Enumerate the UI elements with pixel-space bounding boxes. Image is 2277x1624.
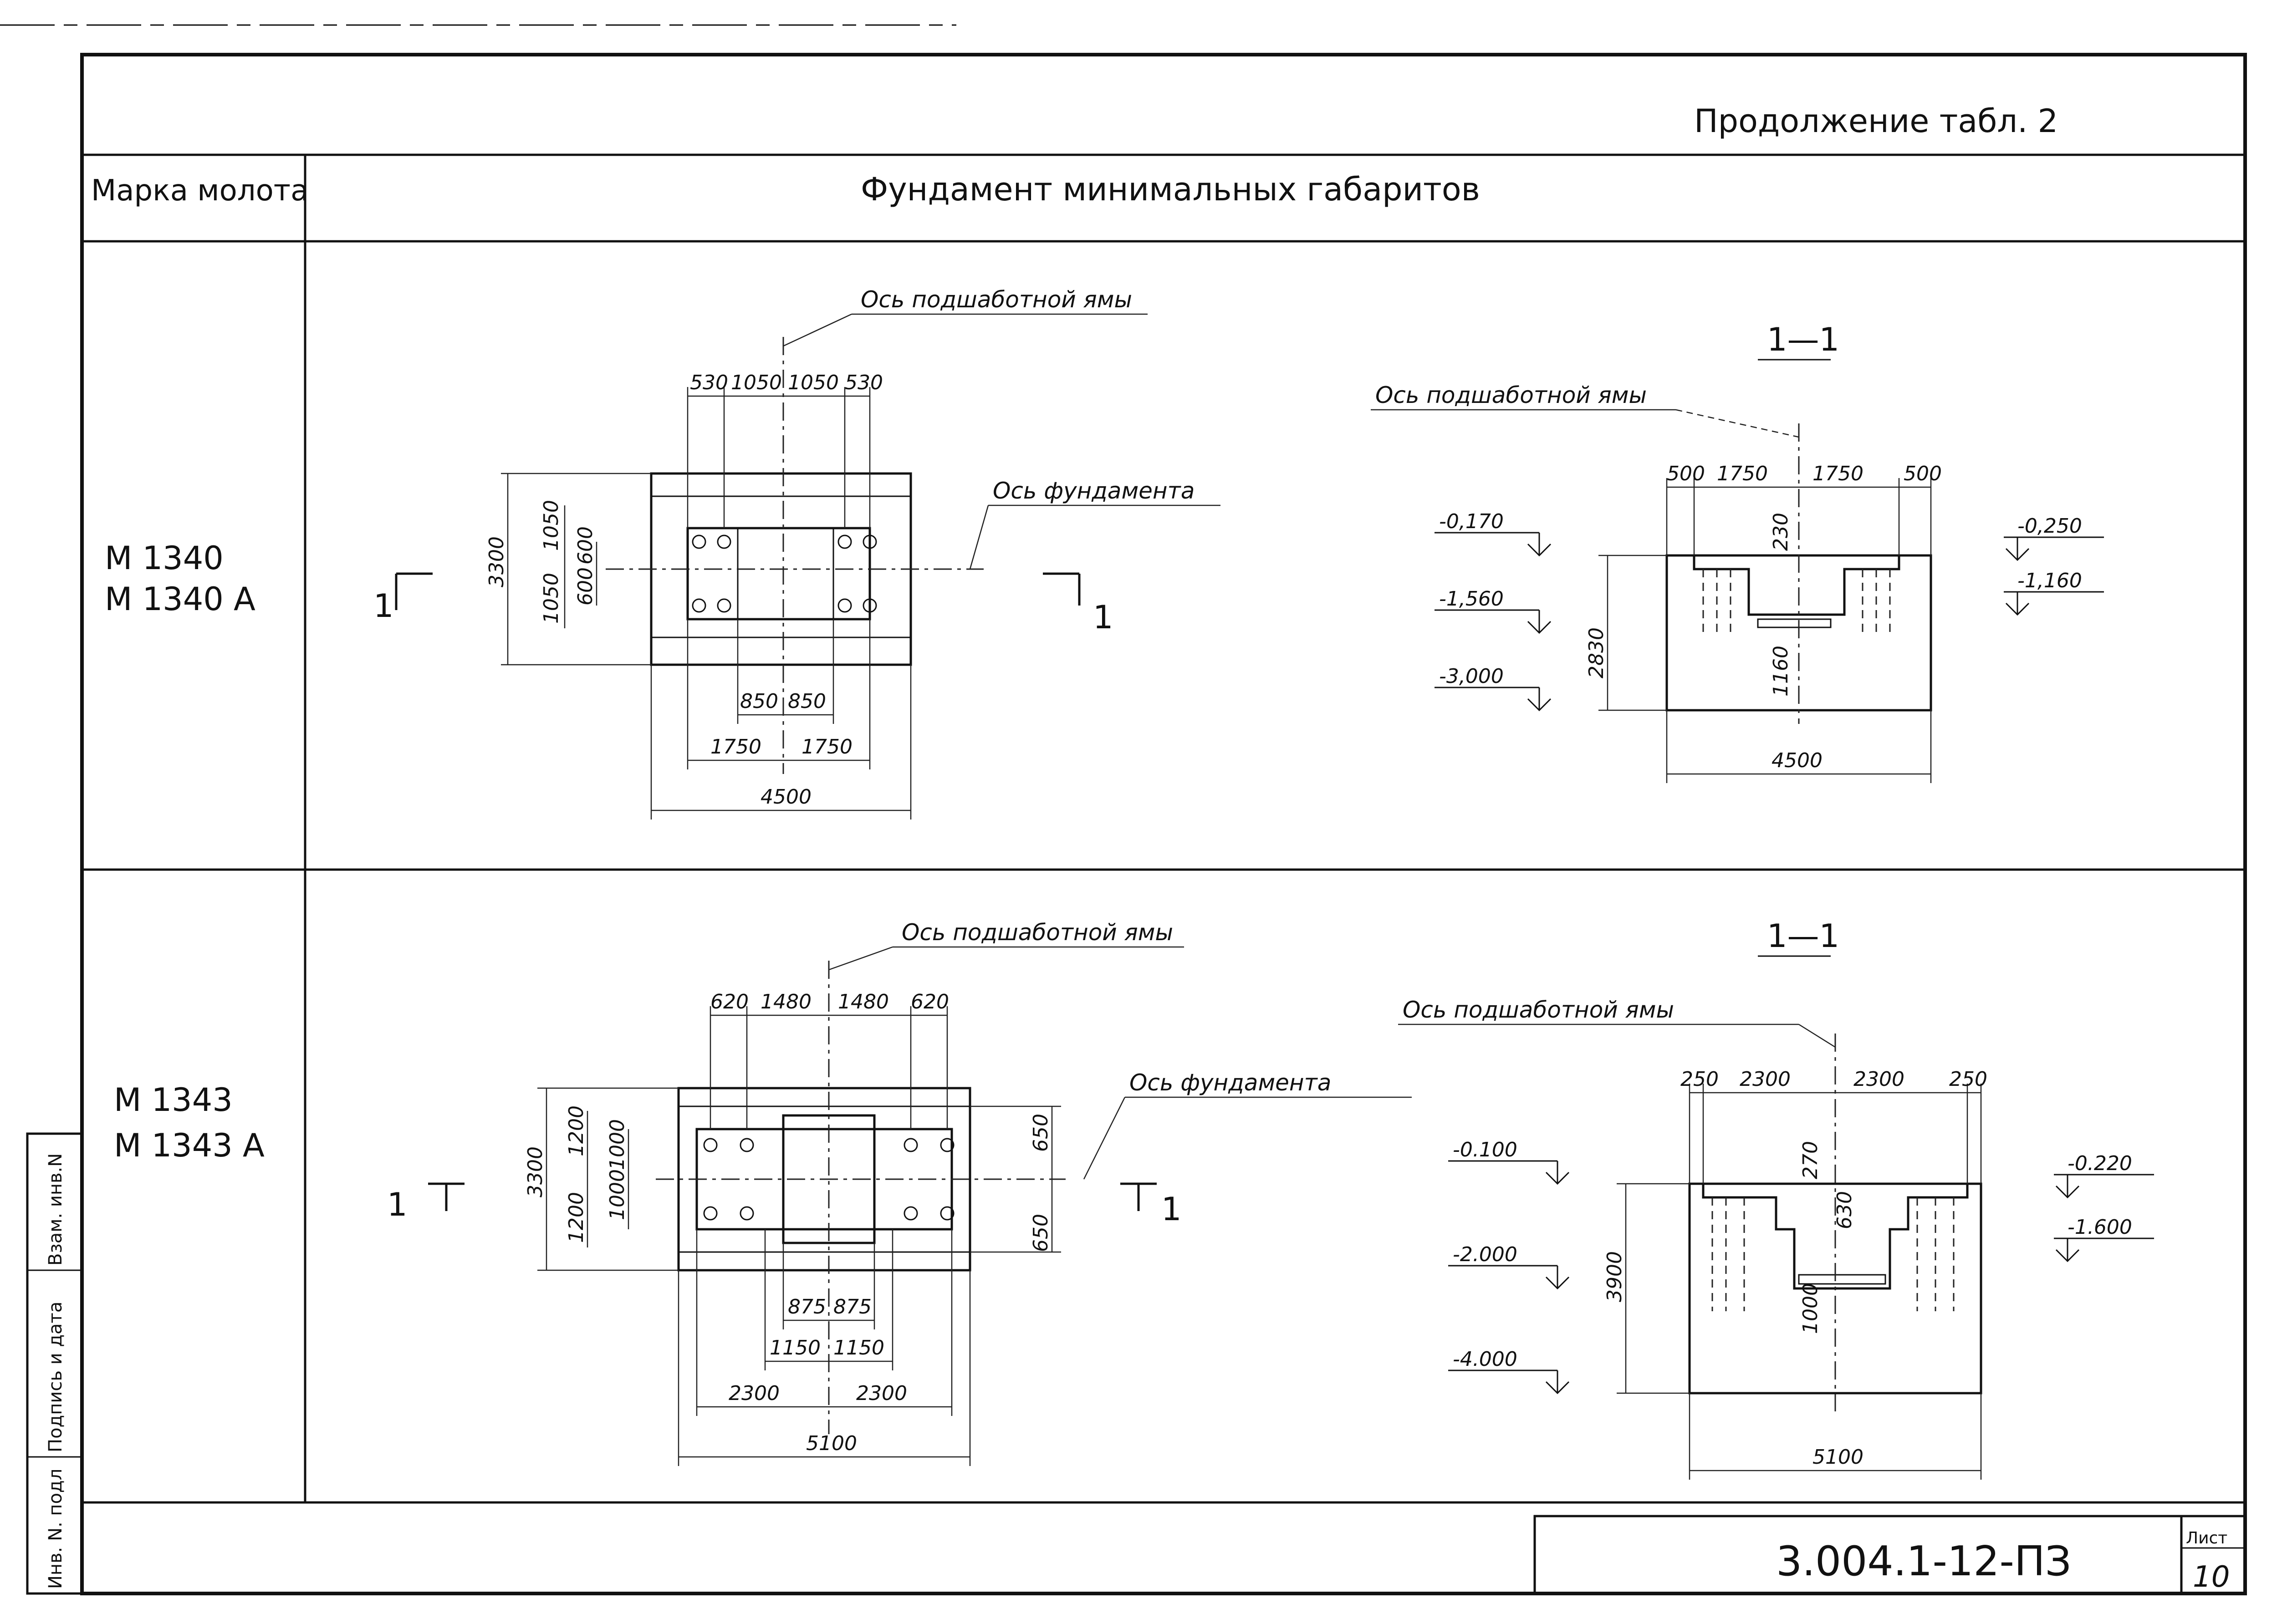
plan1-dim-b2-1: 1750 xyxy=(802,735,853,759)
anchor-bolts xyxy=(692,535,877,613)
section1-level-left-0: -0,170 xyxy=(1439,510,1504,533)
section2-level-left-1: -2.000 xyxy=(1453,1243,1517,1266)
plan1-cut-left: 1 xyxy=(373,587,394,625)
section2-dim-top-2: 2300 xyxy=(1853,1068,1904,1091)
plan1-dim-left-1: 600 xyxy=(574,526,597,565)
side-label-sign: Подпись и дата xyxy=(45,1302,66,1452)
section1-level-left-1: -1,560 xyxy=(1439,587,1504,611)
column-header-mark: Марка молота xyxy=(91,174,308,208)
plan2-cut-right: 1 xyxy=(1161,1191,1182,1228)
plan2-dim-b2-1: 1150 xyxy=(833,1336,884,1359)
plan2-dim-b3-1: 2300 xyxy=(856,1382,907,1405)
hammer-mark-1: М 1340 xyxy=(105,540,224,577)
section2-level-left-2: -4.000 xyxy=(1453,1348,1517,1371)
plan2-dim-right-0: 650 xyxy=(1029,1114,1052,1152)
section2-dim-total: 5100 xyxy=(1812,1446,1863,1469)
plan2-dim-top-0: 620 xyxy=(710,990,749,1013)
column-header-foundation: Фундамент минимальных габаритов xyxy=(861,171,1480,208)
plan1-dim-left-3: 1050 xyxy=(540,573,563,624)
side-label-inv: Инв. N. подл xyxy=(45,1469,66,1589)
plan2-cut-left: 1 xyxy=(387,1186,408,1223)
plan1-dim-left-0: 1050 xyxy=(540,500,563,551)
section2-axis-label: Ось подшаботной ямы xyxy=(1403,997,1674,1023)
section-2: 1—1 250 2300 2300 250 270 630 1000 3900 xyxy=(1398,917,2154,1480)
plan1-cut-right: 1 xyxy=(1093,599,1113,636)
section1-dim-total: 4500 xyxy=(1772,749,1823,772)
plan2-dim-top-2: 1480 xyxy=(838,990,889,1013)
plan2-dim-b2-0: 1150 xyxy=(770,1336,821,1359)
plan2-dim-b3-0: 2300 xyxy=(729,1382,780,1405)
plan1-dim-b1-1: 850 xyxy=(788,690,826,713)
section1-pit-dim-1: 1160 xyxy=(1769,646,1792,697)
section1-level-right-0: -0,250 xyxy=(2017,514,2082,538)
section1-title: 1—1 xyxy=(1767,321,1839,358)
plan-2: 620 1480 1480 620 3300 1200 1000 1000 12… xyxy=(387,919,1412,1466)
sheet-label: Лист xyxy=(2186,1529,2227,1548)
plan2-dim-height: 3300 xyxy=(524,1146,547,1197)
section1-dim-top-2: 1750 xyxy=(1812,462,1863,485)
hammer-mark-2a: М 1343 А xyxy=(114,1127,265,1164)
plan1-dim-total: 4500 xyxy=(761,785,812,809)
anchor-bolts-2 xyxy=(703,1138,955,1221)
plan2-dim-left-2: 1000 xyxy=(606,1169,629,1220)
plan2-dim-left-3: 1200 xyxy=(565,1192,588,1243)
document-code: 3.004.1-12-ПЗ xyxy=(1776,1537,2071,1585)
plan1-dim-left-2: 600 xyxy=(574,567,597,606)
section2-title: 1—1 xyxy=(1767,917,1839,955)
section2-level-left-0: -0.100 xyxy=(1453,1138,1517,1161)
sheet-number: 10 xyxy=(2193,1560,2230,1594)
hammer-mark-2: М 1343 xyxy=(114,1081,233,1119)
plan1-dim-b2-0: 1750 xyxy=(710,735,761,759)
section2-dim-top-1: 2300 xyxy=(1740,1068,1791,1091)
section2-pit-dim-2: 1000 xyxy=(1799,1283,1822,1334)
sheet-frame xyxy=(0,24,2247,1595)
section-1: 1—1 500 1750 1750 500 230 1160 2830 45 xyxy=(1371,321,2104,783)
plan1-dim-top-3: 530 xyxy=(845,371,883,394)
plan1-dim-b1-0: 850 xyxy=(740,690,778,713)
section2-pit-dim-1: 630 xyxy=(1833,1191,1856,1229)
plan1-dim-top-1: 1050 xyxy=(731,371,782,394)
section1-dim-top-3: 500 xyxy=(1904,462,1942,485)
side-label-replace: Взам. инв.N xyxy=(45,1153,66,1266)
section1-dim-top-0: 500 xyxy=(1667,462,1705,485)
plan2-axis-pit-label: Ось подшаботной ямы xyxy=(902,919,1173,946)
section2-dim-top-3: 250 xyxy=(1949,1068,1987,1091)
plan2-axis-found-label: Ось фундамента xyxy=(1129,1069,1331,1096)
plan1-axis-pit-label: Ось подшаботной ямы xyxy=(861,286,1132,313)
section1-height-dim: 2830 xyxy=(1585,627,1608,678)
plan2-dim-b1-0: 875 xyxy=(788,1295,826,1319)
section1-level-left-2: -3,000 xyxy=(1439,665,1504,688)
section1-pit-dim-0: 230 xyxy=(1769,513,1792,551)
plan1-dim-height: 3300 xyxy=(485,536,508,587)
section1-level-right-1: -1,160 xyxy=(2017,569,2082,592)
section2-dim-top-0: 250 xyxy=(1680,1068,1719,1091)
section2-level-right-0: -0.220 xyxy=(2068,1152,2132,1175)
plan-1: 530 1050 1050 530 3300 1050 600 600 1050… xyxy=(373,286,1220,820)
plan2-dim-left-0: 1200 xyxy=(565,1105,588,1156)
plan2-dim-left-1: 1000 xyxy=(606,1119,629,1170)
section1-axis-label: Ось подшаботной ямы xyxy=(1375,382,1647,408)
plan1-dim-top-0: 530 xyxy=(690,371,728,394)
side-stamp: Взам. инв.N Подпись и дата Инв. N. подл xyxy=(45,1153,66,1589)
section2-level-right-1: -1.600 xyxy=(2068,1216,2132,1239)
plan1-dim-top-2: 1050 xyxy=(788,371,839,394)
hammer-mark-1a: М 1340 А xyxy=(105,580,255,618)
plan2-dim-total: 5100 xyxy=(806,1432,857,1455)
plan2-dim-right-1: 650 xyxy=(1029,1214,1052,1252)
continuation-label: Продолжение табл. 2 xyxy=(1694,102,2058,140)
section1-dim-top-1: 1750 xyxy=(1717,462,1768,485)
plan2-dim-top-1: 1480 xyxy=(761,990,812,1013)
plan1-axis-found-label: Ось фундамента xyxy=(993,478,1195,504)
plan2-dim-b1-1: 875 xyxy=(833,1295,872,1319)
section2-pit-dim-0: 270 xyxy=(1799,1141,1822,1179)
section2-height-dim: 3900 xyxy=(1603,1251,1626,1302)
plan2-dim-top-3: 620 xyxy=(911,990,949,1013)
